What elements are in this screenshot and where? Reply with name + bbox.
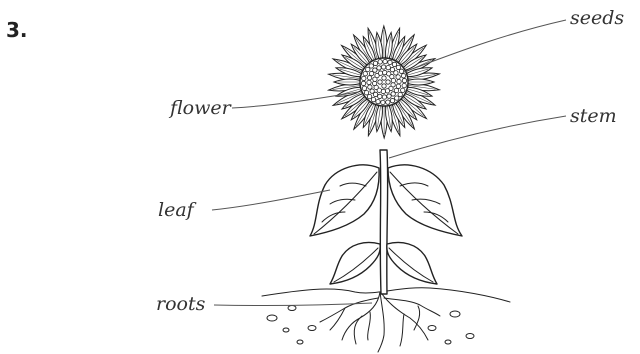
seed [385, 89, 389, 93]
seed [372, 81, 376, 85]
seed [376, 99, 380, 103]
seed [381, 100, 385, 104]
seed [386, 80, 390, 84]
seed [381, 65, 385, 69]
seed [388, 60, 392, 64]
seed [370, 89, 374, 93]
seed [386, 100, 390, 104]
roots [320, 292, 440, 352]
seed [378, 60, 382, 64]
seed [401, 74, 405, 78]
seed [364, 91, 368, 95]
seed [398, 92, 402, 96]
seed [383, 59, 387, 63]
seed [371, 97, 375, 101]
seed [368, 85, 372, 89]
seed [367, 80, 371, 84]
seed [399, 69, 403, 73]
seed [394, 71, 398, 75]
seed [363, 72, 367, 76]
seed [386, 65, 390, 69]
label-flower: flower [168, 97, 233, 119]
seed [391, 78, 395, 82]
seed [362, 86, 366, 90]
seed [369, 64, 373, 68]
seed [396, 75, 400, 79]
seed [373, 68, 377, 72]
seed [378, 71, 382, 75]
seed [378, 80, 382, 84]
label-roots: roots [156, 293, 206, 315]
seed [382, 76, 386, 80]
seed [362, 76, 366, 80]
label-stem: stem [570, 105, 617, 127]
seed [367, 76, 371, 80]
stem [380, 150, 388, 294]
leaf-leader [212, 190, 330, 210]
seed [382, 95, 386, 99]
seed [378, 94, 382, 98]
roots-leader [214, 303, 372, 306]
seed [402, 83, 406, 87]
seed [396, 65, 400, 69]
seed [367, 94, 371, 98]
seed [401, 88, 405, 92]
label-leaf: leaf [158, 199, 197, 221]
seed [396, 84, 400, 88]
seed [366, 67, 370, 71]
seed [395, 96, 399, 100]
seed [373, 61, 377, 65]
label-seeds: seeds [570, 7, 624, 29]
pebbles [267, 306, 474, 345]
stem-leader [389, 116, 566, 158]
seed [382, 84, 386, 88]
seed [392, 62, 396, 66]
seed [397, 79, 401, 83]
seed [402, 78, 406, 82]
seed [387, 94, 391, 98]
seed [361, 81, 365, 85]
seed [391, 92, 395, 96]
seed [390, 98, 394, 102]
seed [377, 66, 381, 70]
